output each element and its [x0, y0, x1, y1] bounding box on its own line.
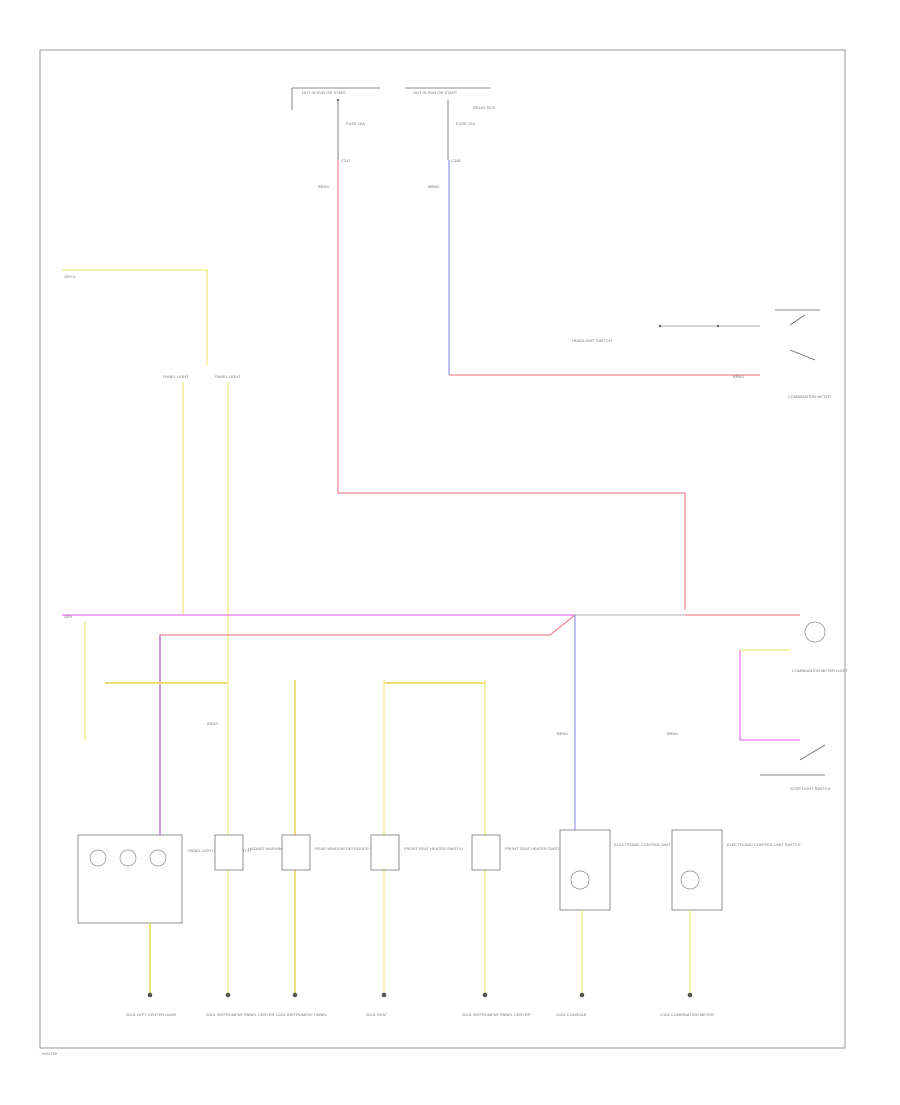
ground-label-3: G201 INSTRUMENT PANEL: [276, 1012, 328, 1017]
wire-label-3: BRN/L: [207, 721, 220, 726]
wire-blue-label: BRN/L: [428, 184, 441, 189]
panel-light-control-module: PANEL LIGHT CONTROL SWITCH: [77, 834, 251, 924]
headlight-switch: HEADLIGHT SWITCH COMBINATION METER: [572, 309, 831, 399]
top-source-2-label: HOT IN RUN OR START: [413, 90, 458, 95]
combination-light-label: COMBINATION METER LIGHT: [792, 668, 848, 673]
switch-label-4: FRONT SEAT HEATER SWITCH: [404, 846, 463, 851]
diagram-code: W44769: [42, 1051, 58, 1056]
connector-2-label: C248: [451, 158, 461, 163]
wire-label-4: BRN/L: [557, 731, 570, 736]
diagram-frame: [39, 49, 846, 1049]
switch-label-3: REAR WINDOW DEFOGGER SWITCH: [315, 846, 386, 851]
wire-label-6: BRN/L: [733, 374, 746, 379]
ground-label-1: G201 LEFT CENTER DASH: [126, 1012, 176, 1017]
ground-label-5: G201 INSTRUMENT PANEL CENTER: [462, 1012, 530, 1017]
left-wire-top-label: GRY/L: [64, 274, 77, 279]
wire-label-5: BRN/L: [667, 731, 680, 736]
wire-yellow-top: [62, 269, 208, 365]
bulb-label-1: PANEL LIGHT: [163, 374, 189, 379]
stop-switch-label: STOP LIGHT SWITCH: [790, 786, 831, 791]
ground-3: G201 INSTRUMENT PANEL: [276, 992, 328, 1017]
fuse-1-label: FUSE 15A: [346, 121, 365, 126]
ground-2: G301 INSTRUMENT PANEL CENTER: [206, 992, 274, 1017]
wire-red-lower-bus: [160, 614, 576, 636]
ground-label-6: G201 CONSOLE: [556, 1012, 587, 1017]
ground-label-7: G101 COMBINATION METER: [660, 1012, 714, 1017]
top-source-2: HOT IN RUN OR START RELAY BOX: [405, 87, 496, 110]
switch-column-4: FRONT SEAT HEATER SWITCH: [370, 680, 463, 995]
switch-column-3: REAR WINDOW DEFOGGER SWITCH: [281, 680, 386, 995]
ground-6: G201 CONSOLE: [556, 992, 587, 1017]
switch-column-2: HAZARD WARNING SWITCH: [214, 680, 302, 995]
combination-meter-light: COMBINATION METER LIGHT: [739, 621, 848, 741]
switch-column-6: ELECTRONIC CONTROL UNIT SWITCH: [559, 615, 688, 995]
ground-label-2: G301 INSTRUMENT PANEL CENTER: [206, 1012, 274, 1017]
wire-red-label: BRN/L: [318, 184, 331, 189]
ground-5: G201 INSTRUMENT PANEL CENTER: [462, 992, 530, 1017]
fuse-2-label: FUSE 10A: [456, 121, 475, 126]
switch-label-6: ELECTRONIC CONTROL UNIT SWITCH: [614, 842, 688, 847]
bulb-pair: PANEL LIGHT PANEL LIGHT: [163, 374, 241, 379]
bulb-label-2: PANEL LIGHT: [215, 374, 241, 379]
switch-label-5: FRONT SEAT HEATER SWITCH: [505, 846, 564, 851]
ground-1: G201 LEFT CENTER DASH: [126, 992, 176, 1017]
switch-label-2: HAZARD WARNING SWITCH: [248, 846, 302, 851]
switch-column-7: ELECTRONIC CONTROL UNIT SWITCH: [671, 829, 801, 995]
switch-column-5: FRONT SEAT HEATER SWITCH: [471, 680, 564, 995]
combination-meter-label: COMBINATION METER: [788, 394, 831, 399]
fuse-1: FUSE 15A C247: [337, 100, 365, 163]
headlight-switch-label: HEADLIGHT SWITCH: [572, 338, 612, 343]
ground-4: G201 SEAT: [366, 992, 388, 1017]
fuse-2: FUSE 10A C248: [447, 100, 475, 163]
wire-red-main: [337, 160, 686, 610]
switch-label-7: ELECTRONIC CONTROL UNIT SWITCH: [727, 842, 801, 847]
left-wire-bottom-label: GRY: [64, 614, 73, 619]
connector-1-label: C247: [341, 158, 351, 163]
fuse-box-label: RELAY BOX: [473, 105, 496, 110]
stop-light-switch: STOP LIGHT SWITCH: [760, 744, 831, 791]
ground-7: G101 COMBINATION METER: [660, 992, 714, 1017]
top-source-1-label: HOT IN RUN OR START: [302, 90, 347, 95]
top-source-1: HOT IN RUN OR START: [291, 87, 380, 110]
ground-label-4: G201 SEAT: [366, 1012, 388, 1017]
